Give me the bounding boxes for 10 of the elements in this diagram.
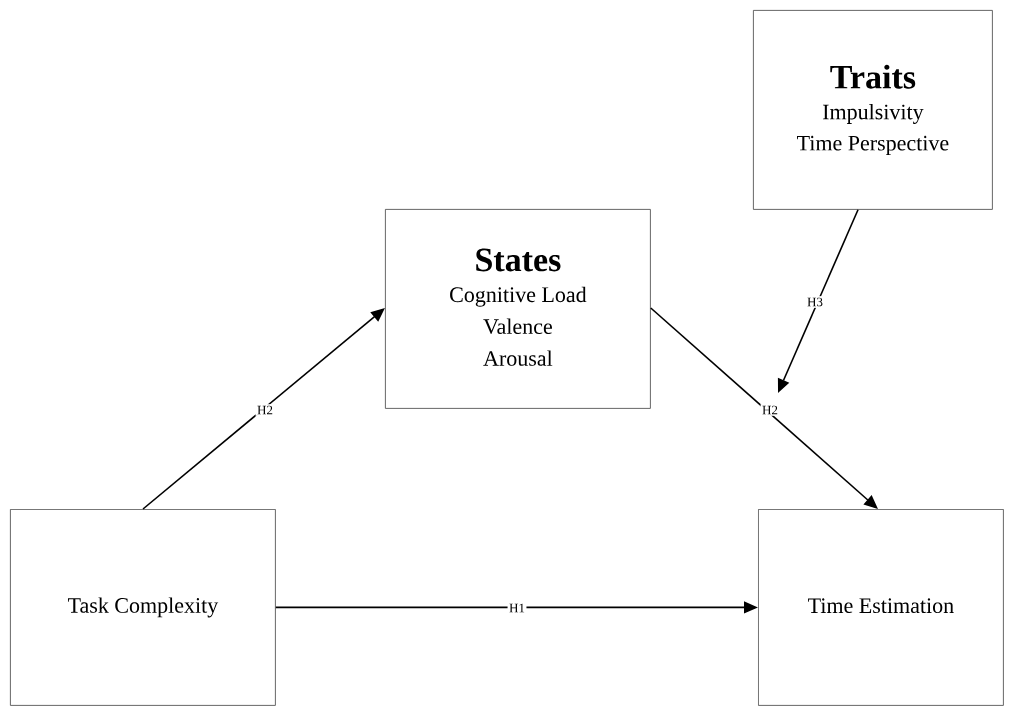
arrow [142, 308, 385, 510]
concept-box: States Cognitive Load Valence Arousal [385, 209, 651, 409]
concept-box: Task Complexity [10, 509, 276, 706]
concept-box: Traits Impulsivity Time Perspective [753, 10, 993, 210]
edge-label: H2 [255, 404, 275, 416]
edge-label: H1 [507, 602, 527, 614]
edge-label: H3 [805, 296, 825, 308]
arrow [650, 307, 878, 509]
edge-label: H2 [760, 404, 780, 416]
concept-box: Time Estimation [758, 509, 1004, 706]
